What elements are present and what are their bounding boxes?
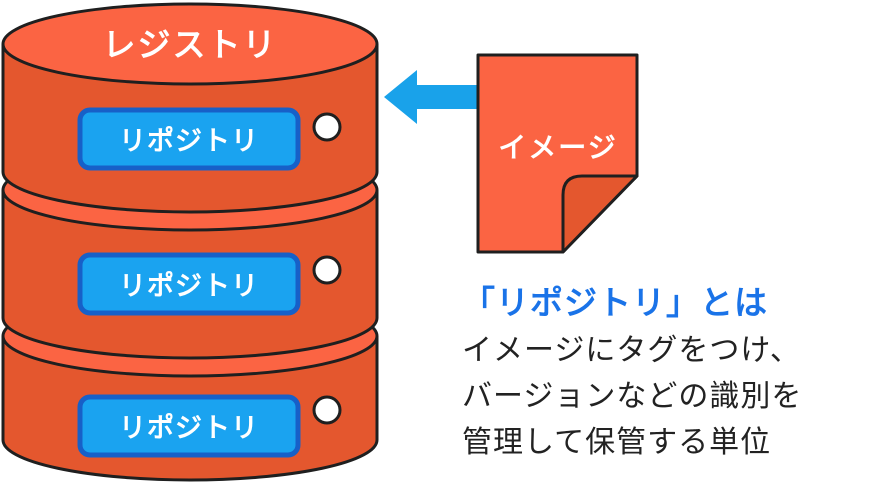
repository-label: リポジトリ: [119, 126, 259, 157]
repository-label: リポジトリ: [119, 413, 259, 444]
status-circle-icon: [312, 255, 342, 285]
image-label: イメージ: [498, 131, 617, 164]
description-body: イメージにタグをつけ、 バージョンなどの識別を 管理して保管する単位: [462, 328, 892, 466]
repository-label: リポジトリ: [119, 271, 259, 302]
description-line: 管理して保管する単位: [462, 425, 772, 460]
description-line: バージョンなどの識別を: [462, 379, 803, 414]
status-circle-icon: [312, 112, 342, 142]
status-circle-icon: [312, 395, 342, 425]
bidirectional-arrow-icon: [384, 70, 526, 124]
registry-label: レジストリ: [103, 25, 278, 64]
description-title: 「リポジトリ」とは: [462, 283, 768, 322]
repository-badge: リポジトリ: [77, 252, 301, 316]
repository-badge: リポジトリ: [77, 394, 301, 458]
description-line: イメージにタグをつけ、: [462, 333, 801, 368]
repository-description: 「リポジトリ」とは イメージにタグをつけ、 バージョンなどの識別を 管理して保管…: [462, 278, 892, 466]
document-icon: [476, 53, 639, 254]
repository-badge: リポジトリ: [77, 107, 301, 171]
